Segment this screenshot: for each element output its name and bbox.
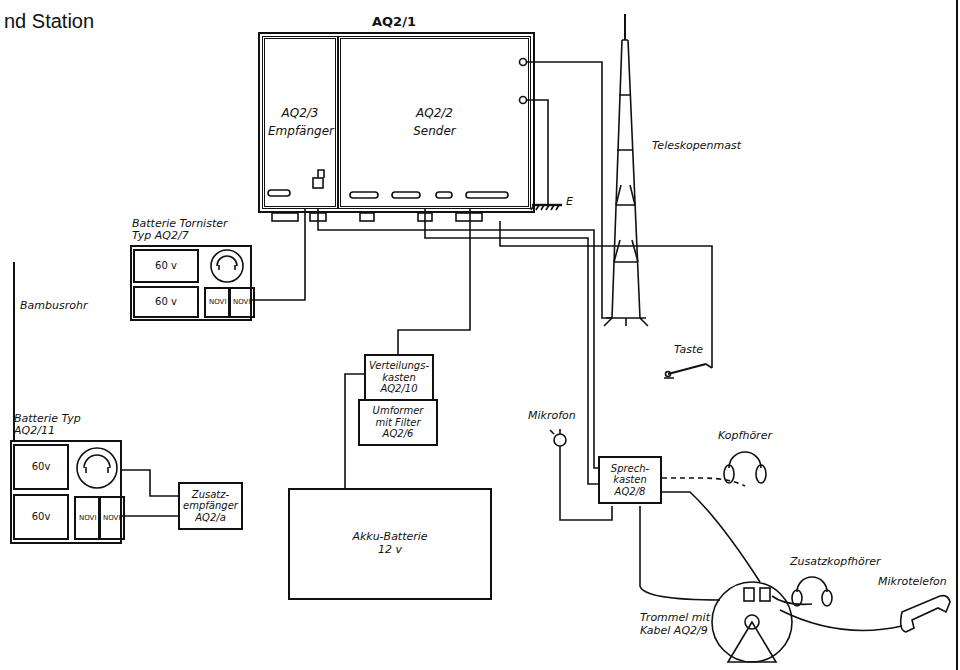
- battery-pack: 60 v60 vNOVINOVIBatterie Tornister Typ A…: [130, 245, 252, 321]
- receiver-box: AQ2/3Empfänger: [262, 36, 338, 209]
- fuse-box: NOVI: [204, 287, 231, 318]
- box-text: NOVI: [209, 298, 226, 306]
- fuse-box: NOVI: [98, 496, 125, 540]
- transmitter-box: AQ2/2Sender: [338, 36, 531, 209]
- box-text: AQ2/3: [282, 107, 319, 121]
- part-label: Taste: [674, 344, 703, 357]
- box-text: Sprech- kasten AQ2/8: [603, 463, 657, 498]
- cable: [345, 374, 364, 488]
- page-heading: nd Station: [4, 10, 94, 33]
- box-text: Umformer mit Filter AQ2/6: [363, 405, 433, 440]
- converter-box: Umformer mit Filter AQ2/6: [358, 399, 438, 446]
- part-label: Mikrofon: [528, 410, 576, 423]
- box-text: Zusatz- empfänger AQ2/a: [183, 489, 238, 524]
- handset-symbol: [780, 596, 950, 632]
- morse-key: [500, 221, 712, 378]
- receiver-box: Zusatz- empfänger AQ2/a: [178, 482, 243, 530]
- part-label: Mikrotelefon: [878, 576, 947, 589]
- box-text: NOVI: [103, 514, 120, 522]
- fuse-box: NOVI: [74, 496, 101, 540]
- part-label: Bambusrohr: [20, 300, 87, 313]
- cable: [425, 209, 598, 484]
- radio-housing: AQ2/3EmpfängerAQ2/2SenderAQ2/1: [258, 32, 535, 213]
- battery-cell: 60 v: [133, 286, 199, 318]
- box-heading: Batterie Typ AQ2/11: [14, 413, 84, 438]
- cable-drum: [640, 492, 792, 662]
- box-text: NOVI: [233, 298, 250, 306]
- distribution-box: Verteilungs- kasten AQ2/10: [364, 354, 434, 401]
- box-text: Empfänger: [268, 125, 332, 139]
- box-text: 60 v: [155, 296, 177, 308]
- box-text: Sender: [413, 125, 456, 139]
- speech-box: Sprech- kasten AQ2/8: [598, 456, 662, 504]
- cable: [318, 209, 598, 468]
- box-text: NOVI: [79, 514, 96, 522]
- box-text: 60v: [32, 461, 51, 473]
- cable: [252, 209, 305, 300]
- cable: [122, 515, 178, 517]
- box-text: Verteilungs- kasten AQ2/10: [369, 360, 429, 395]
- box-text: 60v: [32, 511, 51, 523]
- box-text: Akku-Batterie 12 v: [345, 531, 435, 556]
- battery-cell: 60v: [13, 444, 69, 490]
- part-label: Teleskopenmast: [652, 140, 741, 153]
- part-label: Kopfhörer: [718, 430, 772, 443]
- accumulator-box: Akku-Batterie 12 v: [288, 488, 492, 600]
- battery-dial: [77, 250, 243, 488]
- cable: [122, 470, 178, 496]
- battery-pack: 60v60vNOVINOVIBatterie Typ AQ2/11: [10, 440, 122, 544]
- part-label: Trommel mit Kabel AQ2/9: [640, 612, 712, 637]
- battery-cell: 60v: [13, 494, 69, 540]
- box-text: AQ2/2: [416, 107, 453, 121]
- box-text: 60 v: [155, 260, 177, 272]
- extra-headphone: [772, 577, 832, 606]
- battery-cell: 60 v: [133, 249, 199, 283]
- headphone-symbol: [662, 452, 766, 486]
- panel-slots: [268, 170, 508, 221]
- fuse-box: NOVI: [228, 287, 255, 318]
- ground-symbol: [531, 205, 562, 210]
- box-heading: Batterie Tornister Typ AQ2/7: [132, 218, 236, 243]
- box-heading: AQ2/1: [372, 15, 442, 30]
- part-label: Zusatzkopfhörer: [790, 556, 881, 569]
- ground-label: E: [566, 196, 573, 209]
- telescopic-mast: [604, 14, 648, 326]
- frame-line: [956, 0, 958, 670]
- microphone-symbol: [550, 429, 612, 520]
